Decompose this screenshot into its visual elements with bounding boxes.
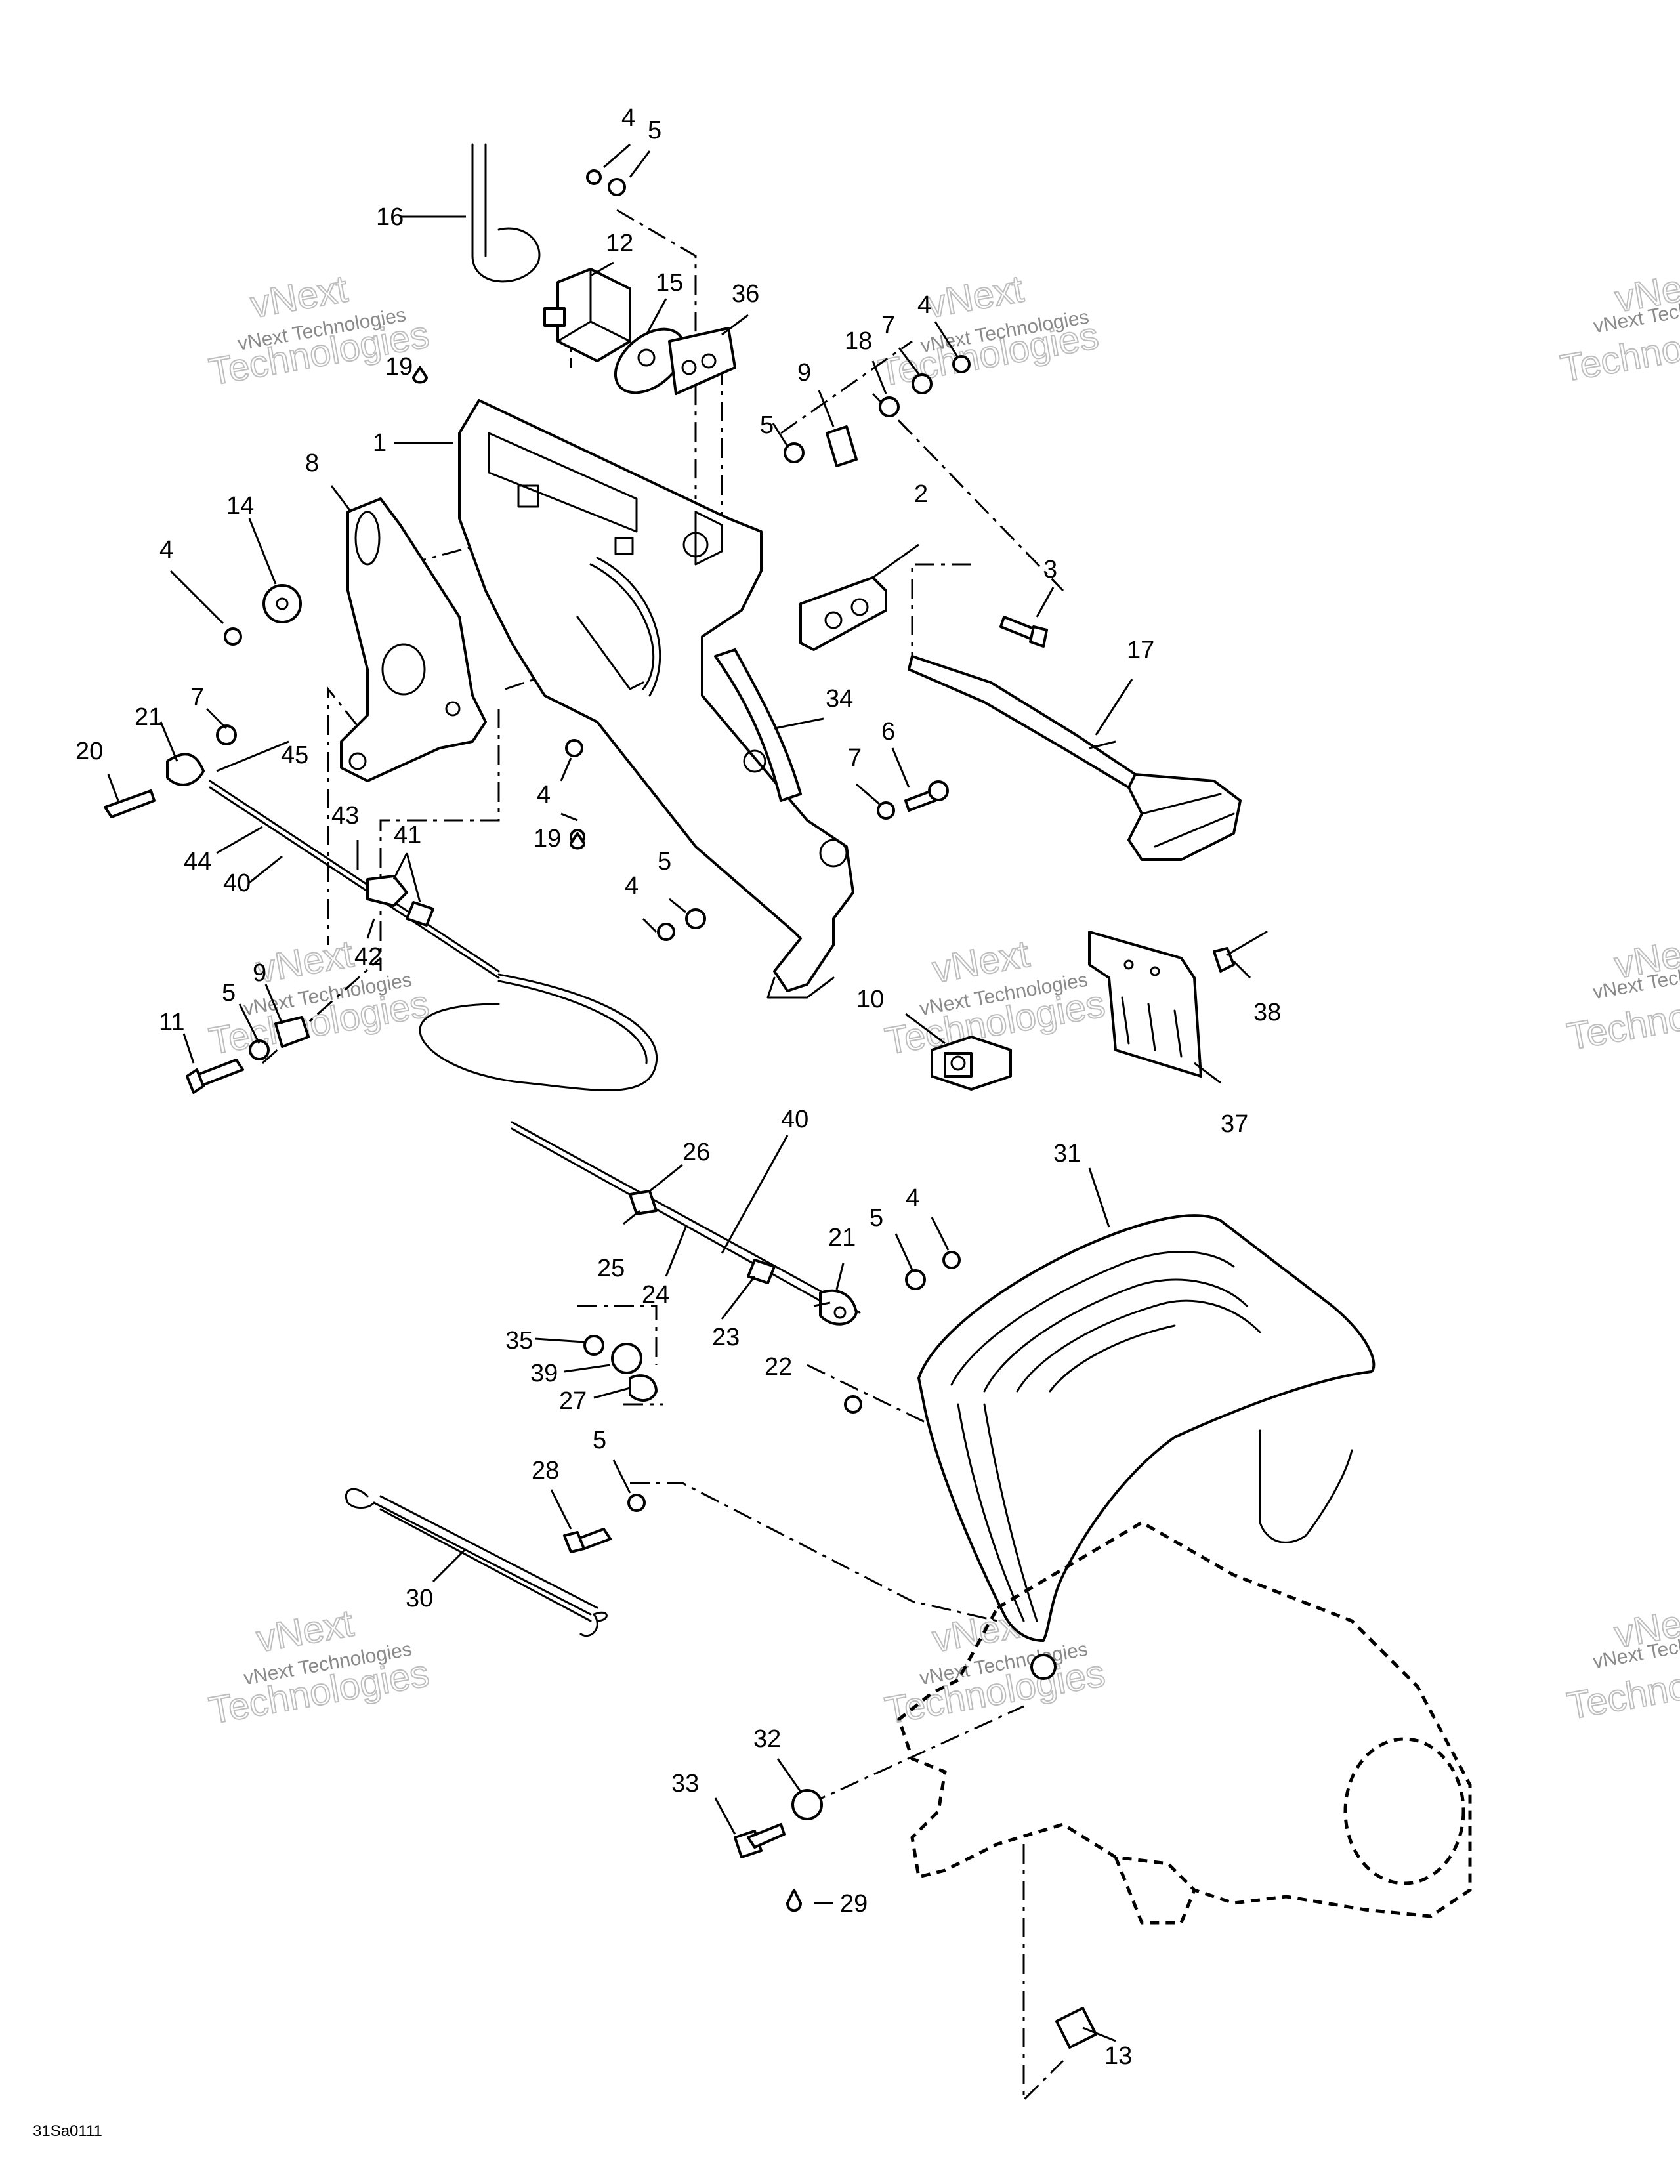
- callout-4: 4: [159, 536, 173, 564]
- small-bracket: [668, 327, 736, 395]
- callout-40: 40: [223, 870, 251, 897]
- callout-19: 19: [534, 825, 561, 852]
- callout-2: 2: [914, 480, 928, 508]
- callout-4: 4: [537, 781, 551, 808]
- watermark-big: vNext: [923, 267, 1026, 326]
- hardware-mid: [905, 1251, 961, 1290]
- hardware-left: [104, 584, 583, 818]
- callout-43: 43: [331, 802, 359, 830]
- callout-9: 9: [253, 959, 266, 987]
- hardware-top: [586, 169, 971, 467]
- callout-31: 31: [1053, 1140, 1081, 1167]
- hardware-bottom: [412, 366, 1097, 2049]
- callout-44: 44: [184, 848, 211, 875]
- callout-5: 5: [222, 979, 236, 1007]
- callout-leaders: [107, 143, 1251, 2042]
- callout-21: 21: [828, 1224, 856, 1251]
- plate: [799, 576, 887, 651]
- callout-36: 36: [732, 280, 759, 308]
- watermarks: Technologies vNext vNext Technologies Te…: [205, 261, 1680, 1733]
- callout-35: 35: [505, 1327, 533, 1354]
- callout-14: 14: [226, 492, 254, 520]
- callout-17: 17: [1127, 637, 1154, 664]
- callout-34: 34: [826, 685, 853, 713]
- callout-4: 4: [625, 872, 639, 900]
- callout-25: 25: [597, 1255, 625, 1282]
- callout-4: 4: [906, 1185, 919, 1212]
- brake-bell: [917, 1214, 1376, 1680]
- callout-45: 45: [281, 742, 308, 769]
- strip: [714, 648, 802, 802]
- nut-group: [583, 1335, 658, 1402]
- callout-38: 38: [1253, 999, 1281, 1026]
- callout-42: 42: [354, 943, 382, 971]
- drawing-code: 31Sa0111: [33, 2122, 102, 2140]
- callout-27: 27: [559, 1387, 587, 1415]
- callout-41: 41: [394, 822, 421, 849]
- hook-pin: [471, 143, 541, 283]
- callout-5: 5: [648, 117, 662, 144]
- callout-labels: 16 1 8 14 4 4 5 12 15 36 19 5 9 18 7 4 2…: [75, 104, 1281, 2070]
- cam: [614, 327, 686, 394]
- callout-5: 5: [593, 1427, 606, 1454]
- callout-4: 4: [621, 104, 635, 132]
- switch: [543, 268, 631, 362]
- spring: [345, 1488, 608, 1637]
- callout-1: 1: [373, 429, 387, 457]
- callout-5: 5: [760, 411, 774, 439]
- brake-lever: [908, 655, 1242, 861]
- housing: [897, 1521, 1472, 1925]
- callout-19: 19: [385, 353, 413, 381]
- callout-11: 11: [159, 1009, 184, 1036]
- callout-32: 32: [753, 1725, 781, 1753]
- callout-20: 20: [75, 738, 103, 765]
- callout-37: 37: [1221, 1110, 1248, 1138]
- rivet: [1213, 931, 1268, 973]
- callout-16: 16: [376, 203, 404, 231]
- callout-8: 8: [305, 450, 319, 477]
- callout-3: 3: [1043, 556, 1057, 583]
- block: [931, 1036, 1012, 1091]
- callout-39: 39: [530, 1360, 558, 1387]
- callout-6: 6: [881, 718, 895, 746]
- cable-upper: [209, 780, 658, 1091]
- callout-7: 7: [190, 684, 204, 711]
- curved-rod: [589, 556, 662, 697]
- callout-40: 40: [781, 1106, 808, 1133]
- bolt-28: [563, 1494, 646, 1553]
- callout-7: 7: [881, 312, 895, 339]
- callout-10: 10: [856, 986, 884, 1013]
- callout-30: 30: [406, 1585, 433, 1612]
- callout-23: 23: [712, 1324, 740, 1351]
- callout-24: 24: [642, 1281, 669, 1309]
- screw: [999, 616, 1048, 648]
- main-bracket: [458, 399, 854, 999]
- callout-21: 21: [135, 704, 162, 731]
- callout-13: 13: [1104, 2042, 1132, 2070]
- callout-22: 22: [765, 1353, 792, 1381]
- callout-7: 7: [848, 744, 862, 772]
- callout-12: 12: [606, 230, 633, 257]
- hardware-spacer: [186, 1016, 310, 1094]
- callout-5: 5: [658, 848, 671, 875]
- callout-28: 28: [532, 1457, 559, 1484]
- callout-9: 9: [797, 359, 811, 387]
- callout-18: 18: [845, 327, 872, 355]
- callout-29: 29: [840, 1890, 868, 1918]
- shield: [1088, 931, 1202, 1078]
- callout-5: 5: [870, 1204, 883, 1232]
- callout-26: 26: [682, 1139, 710, 1166]
- side-plate: [340, 497, 487, 782]
- callout-33: 33: [671, 1770, 699, 1797]
- callout-15: 15: [656, 269, 683, 297]
- callout-4: 4: [917, 291, 931, 319]
